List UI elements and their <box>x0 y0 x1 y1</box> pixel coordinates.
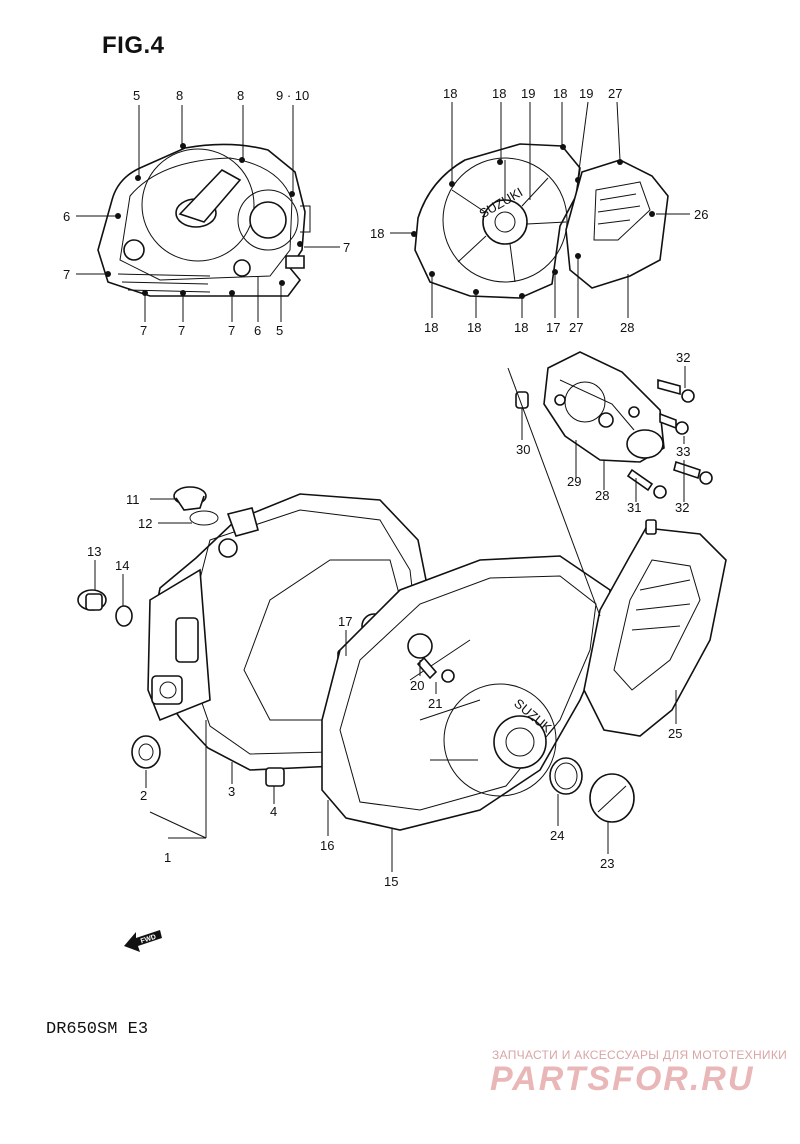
callout-28: 28 <box>595 488 609 503</box>
callout-7: 7 <box>140 323 147 338</box>
callout-18: 18 <box>553 86 567 101</box>
cap-22 <box>589 773 635 823</box>
callout-18: 18 <box>514 320 528 335</box>
callout-11: 11 <box>126 492 140 507</box>
bolts-32-33-31 <box>626 378 713 499</box>
leader-lines <box>76 101 690 872</box>
callout-25: 26 <box>694 207 708 222</box>
figure-title: FIG.4 <box>102 32 165 59</box>
callout-13: 13 <box>87 544 101 559</box>
watermark-tagline: ЗАПЧАСТИ И АКСЕССУАРЫ ДЛЯ МОТОТЕХНИКИ <box>492 1048 788 1062</box>
callout-7: 7 <box>178 323 185 338</box>
callout-4: 4 <box>270 804 277 819</box>
callout-26: 27 <box>608 86 622 101</box>
fwd-label: FWD <box>140 934 157 946</box>
forward-arrow-icon: FWD <box>124 930 162 952</box>
callout-1: 1 <box>164 850 171 865</box>
pump-housing-assembly <box>515 351 665 463</box>
callout-18: 18 <box>370 226 384 241</box>
oil-filler-plug-11 <box>173 486 219 526</box>
sprocket-cover-24 <box>583 519 727 737</box>
clutch-cover-outer-15 <box>321 555 611 831</box>
callout-23: 24 <box>550 828 564 843</box>
callout-9-10: 9 · 10 <box>276 88 309 103</box>
callout-19: 19 <box>579 86 593 101</box>
callout-8: 8 <box>237 88 244 103</box>
callout-5: 5 <box>133 88 140 103</box>
callout-18: 18 <box>467 320 481 335</box>
callout-19: 19 <box>521 86 535 101</box>
callout-24: 25 <box>668 726 682 741</box>
callout-2: 2 <box>140 788 147 803</box>
callout-12: 12 <box>138 516 152 531</box>
callout-7: 7 <box>63 267 70 282</box>
callout-29: 29 <box>567 474 581 489</box>
callout-32: 32 <box>675 500 689 515</box>
callout-27: 28 <box>620 320 634 335</box>
callout-5: 5 <box>276 323 283 338</box>
callout-7: 7 <box>228 323 235 338</box>
callout-18: 18 <box>492 86 506 101</box>
callout-7: 7 <box>343 240 350 255</box>
watermark-logo: PARTSFOR.RU <box>490 1060 755 1098</box>
callout-33: 33 <box>676 444 690 459</box>
callout-15: 15 <box>384 874 398 889</box>
callout-18: 18 <box>443 86 457 101</box>
generator-cover-outer <box>411 143 581 299</box>
callout-14: 14 <box>115 558 129 573</box>
callout-18: 18 <box>424 320 438 335</box>
callout-21: 21 <box>428 696 442 711</box>
callout-31: 31 <box>627 500 641 515</box>
callout-3: 3 <box>228 784 235 799</box>
model-code: DR650SM E3 <box>46 1020 149 1039</box>
callout-16: 16 <box>320 838 334 853</box>
clutch-cover-outer <box>97 143 311 297</box>
callout-20: 20 <box>410 678 424 693</box>
callout-8: 8 <box>176 88 183 103</box>
callout-27: 27 <box>569 320 583 335</box>
callout-6: 6 <box>63 209 70 224</box>
o-ring-23 <box>549 757 583 795</box>
drain-plug-13-14 <box>77 589 133 627</box>
callout-22: 23 <box>600 856 614 871</box>
callout-30: 30 <box>516 442 530 457</box>
callout-32: 32 <box>676 350 690 365</box>
sprocket-cover-outer <box>565 159 669 289</box>
oil-seal-2 <box>131 735 161 769</box>
callout-18: 17 <box>546 320 560 335</box>
callout-numbers: 5 8 8 9 · 10 6 7 7 7 7 7 6 5 18 18 19 18… <box>63 86 708 889</box>
callout-17: 17 <box>338 614 352 629</box>
callout-6: 6 <box>254 323 261 338</box>
